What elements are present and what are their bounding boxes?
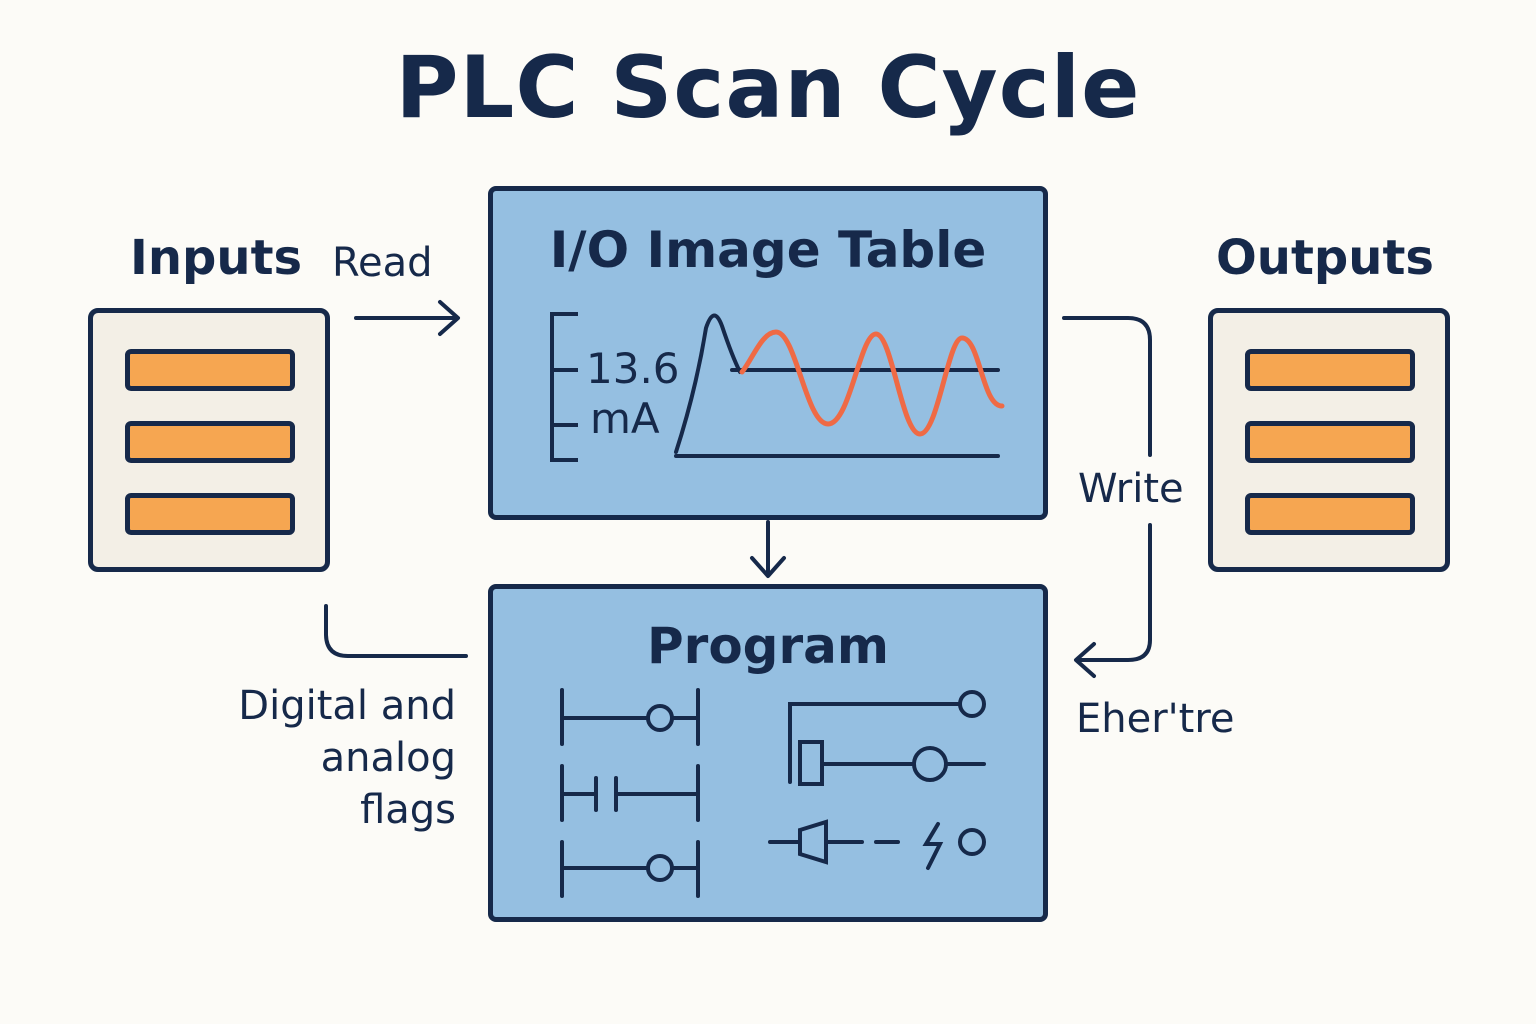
- output-slot: [1245, 493, 1415, 535]
- input-slot: [125, 493, 295, 535]
- analog-readout-value: 13.6: [586, 344, 680, 393]
- outputs-heading: Outputs: [1216, 230, 1434, 286]
- program-title: Program: [647, 617, 889, 675]
- input-slot: [125, 421, 295, 463]
- lower-right-label: Eher'tre: [1076, 696, 1235, 742]
- output-slot: [1245, 349, 1415, 391]
- read-label: Read: [332, 240, 433, 286]
- lower-left-label-line: Digital and: [238, 683, 456, 729]
- program-block: Program: [488, 584, 1048, 922]
- lower-left-label: Digital and analog flags: [200, 680, 456, 836]
- analog-readout: 13.6 mA: [586, 344, 680, 444]
- analog-readout-unit: mA: [590, 394, 660, 443]
- lower-left-label-line: flags: [360, 787, 456, 833]
- lower-left-label-line: analog: [320, 735, 456, 781]
- write-label: Write: [1078, 466, 1184, 512]
- input-slot: [125, 349, 295, 391]
- output-slot: [1245, 421, 1415, 463]
- diagram-title: PLC Scan Cycle: [395, 38, 1141, 138]
- read-arrow: [354, 300, 460, 336]
- flags-connector: [324, 604, 468, 658]
- outputs-panel: [1208, 308, 1450, 572]
- io-image-table-block: I/O Image Table: [488, 186, 1048, 520]
- inputs-heading: Inputs: [130, 230, 303, 286]
- inputs-panel: [88, 308, 330, 572]
- io-image-table-title: I/O Image Table: [549, 221, 987, 279]
- down-arrow: [750, 520, 786, 578]
